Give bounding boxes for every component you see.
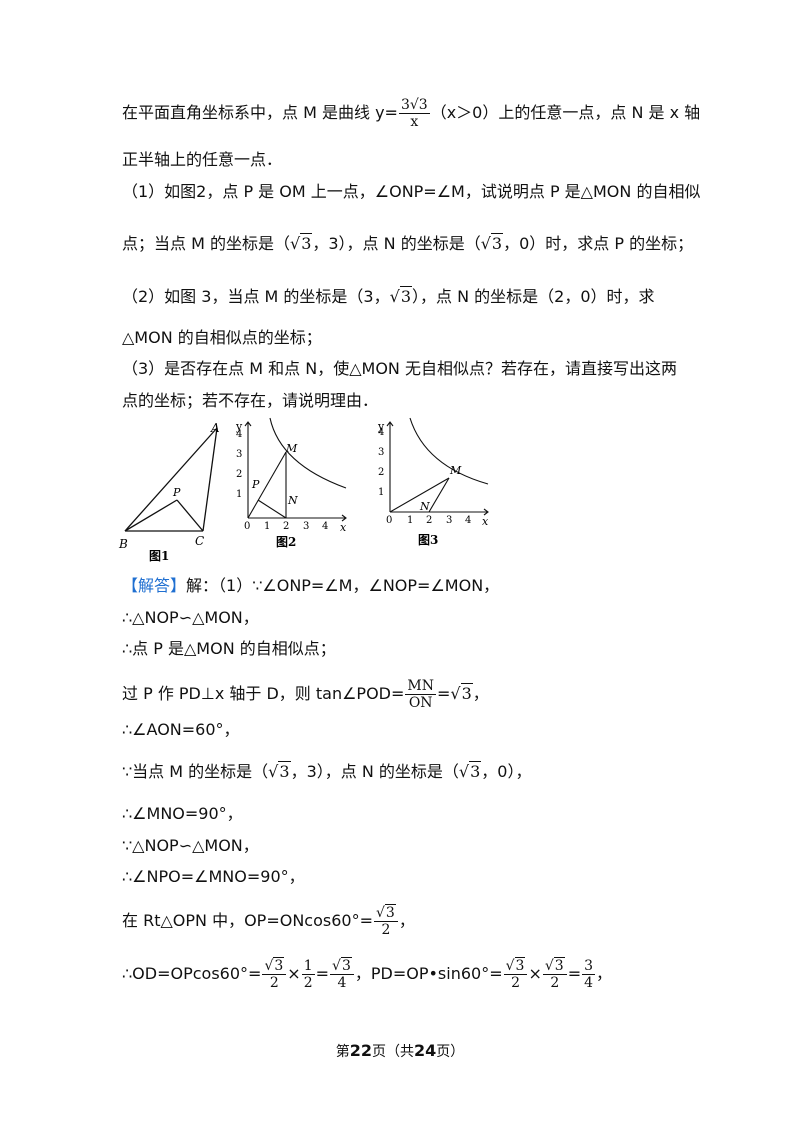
- solution-line-7: ∴∠MNO=90°，: [122, 804, 243, 823]
- xtick-3: 3: [446, 515, 452, 526]
- ytick-1: 1: [236, 489, 242, 500]
- sqrt-3: √3: [268, 761, 291, 781]
- page-number: 22: [349, 1041, 372, 1060]
- y-axis-arrow: [386, 421, 394, 427]
- label-c: C: [195, 534, 204, 548]
- segment-pn: [257, 499, 287, 519]
- figure-1: A B C P 图1: [118, 421, 220, 563]
- x-axis-label: x: [340, 521, 347, 534]
- solution-line-2: ∴△NOP∽△MON，: [122, 608, 259, 627]
- problem-line-7: （3）是否存在点 M 和点 N，使△MON 无自相似点？若存在，请直接写出这两: [122, 359, 677, 378]
- answer-tag: 【解答】: [122, 576, 187, 595]
- caption-fig3: 图3: [418, 533, 438, 547]
- ytick-4: 4: [378, 427, 384, 438]
- ytick-2: 2: [378, 467, 384, 478]
- x-axis-arrow: [483, 508, 489, 516]
- solution-line-1: 【解答】解：（1）∵∠ONP=∠M，∠NOP=∠MON，: [122, 576, 500, 595]
- figure-3: y x 0 1 2 3 4 1 2 3 4 M N 图3: [377, 417, 489, 547]
- caption-fig1: 图1: [149, 549, 169, 563]
- label-n: N: [419, 500, 430, 513]
- ytick-3: 3: [378, 447, 384, 458]
- page-footer: 第22页（共24页）: [335, 1041, 465, 1060]
- y-axis-label: y: [235, 420, 243, 433]
- segment-bp: [124, 499, 178, 532]
- problem-line-5: （2）如图 3，当点 M 的坐标是（3，√3），点 N 的坐标是（2，0）时，求: [122, 286, 655, 306]
- xtick-4: 4: [322, 521, 328, 532]
- solution-line-3: ∴点 P 是△MON 的自相似点；: [122, 639, 336, 658]
- figure-2: y x 0 1 2 3 4 1 2 3 4 M N P 图2: [235, 417, 347, 549]
- problem-line-4: 点；当点 M 的坐标是（√3，3），点 N 的坐标是（√3，0）时，求点 P 的…: [122, 233, 694, 253]
- y-axis-arrow: [244, 421, 252, 427]
- problem-line-2: 正半轴上的任意一点．: [122, 150, 283, 169]
- xtick-3: 3: [303, 521, 309, 532]
- solution-line-6: ∵当点 M 的坐标是（√3，3），点 N 的坐标是（√3，0），: [122, 761, 532, 781]
- label-a: A: [210, 421, 220, 435]
- label-p: P: [251, 478, 260, 491]
- ytick-4: 4: [236, 429, 242, 440]
- label-n: N: [287, 494, 298, 507]
- sqrt-3: √3: [389, 286, 412, 306]
- xtick-1: 1: [264, 521, 270, 532]
- solution-line-8: ∵△NOP∽△MON，: [122, 836, 259, 855]
- sqrt-3: √3: [480, 233, 504, 253]
- xtick-2: 2: [426, 515, 432, 526]
- label-p: P: [172, 486, 181, 499]
- label-m: M: [449, 464, 462, 477]
- xtick-1: 1: [407, 515, 413, 526]
- ytick-1: 1: [378, 487, 384, 498]
- solution-line-5: ∴∠AON=60°，: [122, 720, 240, 739]
- sqrt-3: √3: [289, 233, 313, 253]
- caption-fig2: 图2: [276, 535, 296, 549]
- y-axis-label: y: [377, 420, 385, 433]
- curve: [269, 417, 347, 489]
- label-b: B: [118, 537, 128, 551]
- xtick-4: 4: [465, 515, 471, 526]
- problem-line-3: （1）如图2，点 P 是 OM 上一点，∠ONP=∠M，试说明点 P 是△MON…: [122, 182, 701, 201]
- x-axis-arrow: [341, 514, 347, 522]
- x-axis-label: x: [482, 515, 489, 528]
- solution-line-9: ∴∠NPO=∠MNO=90°，: [122, 867, 305, 886]
- curve: [409, 417, 489, 485]
- origin-label: 0: [386, 515, 392, 526]
- segment-ac: [202, 427, 218, 532]
- ytick-2: 2: [236, 469, 242, 480]
- sqrt-3: √3: [458, 761, 482, 781]
- xtick-2: 2: [283, 521, 289, 532]
- page-total: 24: [414, 1041, 437, 1060]
- ytick-3: 3: [236, 449, 242, 460]
- segment-ba: [124, 427, 218, 532]
- segment-om: [389, 477, 450, 513]
- segment-om: [247, 451, 287, 519]
- segment-mn: [428, 477, 450, 513]
- problem-line-6: △MON 的自相似点的坐标；: [122, 328, 322, 347]
- segment-pc: [176, 499, 204, 532]
- problem-line-8: 点的坐标；若不存在，请说明理由．: [122, 391, 379, 410]
- sqrt-3: √3: [450, 683, 473, 703]
- origin-label: 0: [244, 521, 250, 532]
- label-m: M: [285, 442, 298, 455]
